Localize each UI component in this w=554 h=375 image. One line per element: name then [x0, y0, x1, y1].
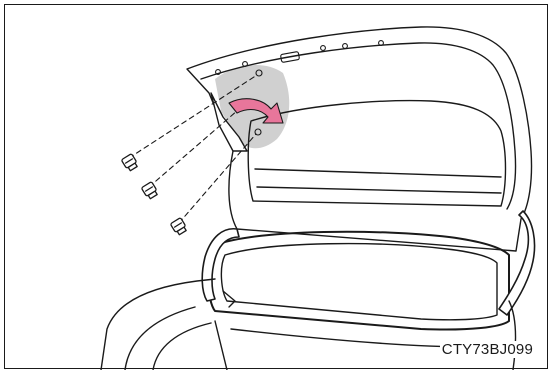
trunk-seal-inner [221, 244, 497, 320]
figure-frame: CTY73BJ099 [4, 4, 548, 369]
trunk-lid-illustration [5, 5, 549, 370]
panel-crease-lower [257, 187, 501, 193]
bolt-icon [170, 218, 188, 236]
vehicle-body-line [153, 323, 211, 370]
hinge-base [223, 291, 235, 307]
figure-code-label: CTY73BJ099 [440, 341, 535, 358]
vehicle-body-line [125, 307, 195, 370]
panel-crease [255, 169, 501, 177]
right-hinge [499, 211, 535, 315]
bolt-icon [121, 154, 139, 172]
vehicle-bumper [215, 321, 227, 370]
bolt-icon [141, 182, 159, 200]
